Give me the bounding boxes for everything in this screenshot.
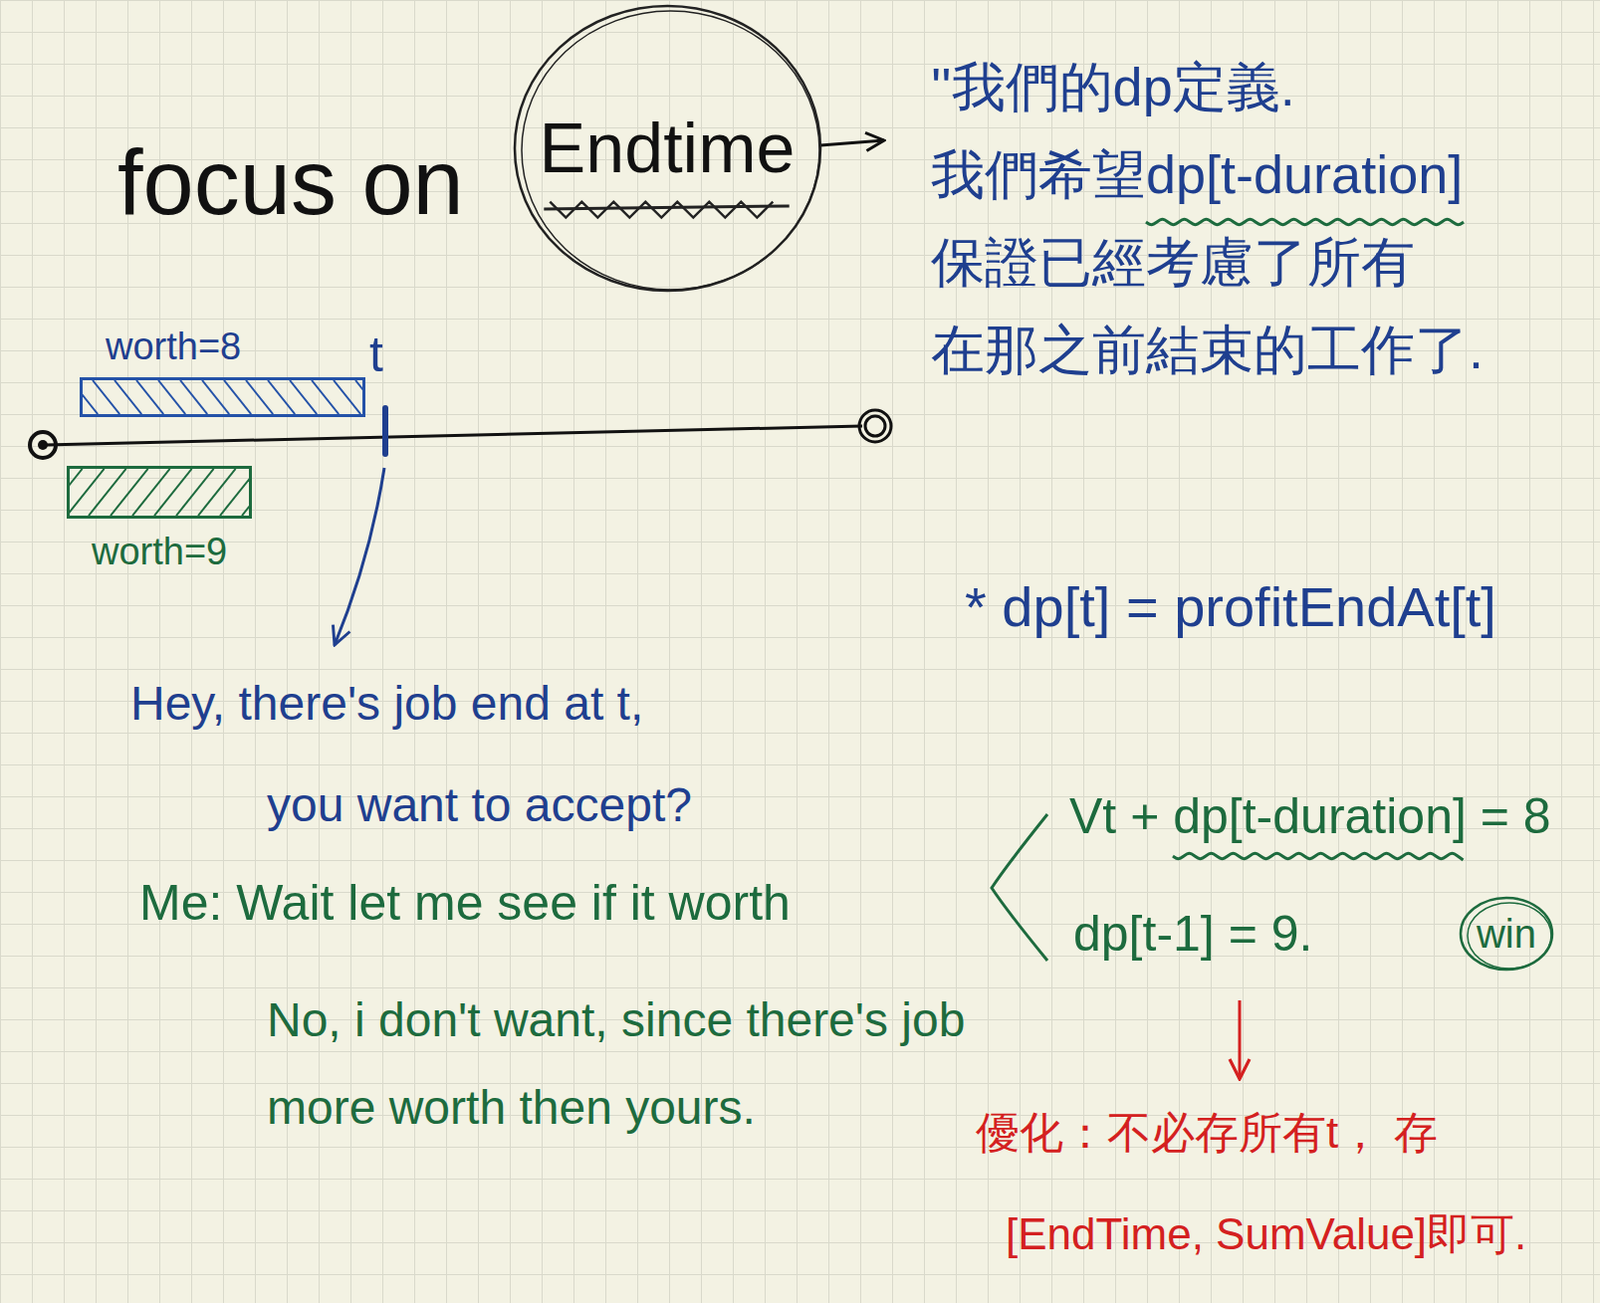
hatch-line [241, 468, 249, 516]
node-text: Endtime [539, 106, 796, 191]
pointer-arrow [820, 140, 885, 146]
heading-text: focus on [117, 127, 464, 237]
time-marker-label: t [369, 324, 384, 385]
timeline-start [29, 432, 56, 458]
reply-text: No, i don't want, since there's job more… [266, 976, 1034, 1152]
hatch-line [176, 468, 215, 516]
optimization-note: 優化：不必存所有t， 存[EndTime, SumValue]即可. [975, 1082, 1594, 1286]
hatch-line [114, 380, 142, 415]
hatch-line [267, 380, 295, 415]
hatch-line [92, 380, 120, 415]
option-formula: Vt + dp[t-duration] = 8 [1069, 786, 1552, 847]
hatch-line [355, 380, 363, 415]
hatch-line [220, 468, 249, 516]
wavy-underline [1172, 853, 1464, 861]
time-tick [382, 408, 389, 455]
hatch-fill [69, 468, 249, 516]
hatch-line [224, 380, 251, 415]
reply-text: Me: Wait let me see if it worth [139, 873, 791, 933]
hatch-line [289, 380, 317, 415]
hatch-line [180, 380, 208, 415]
hatch-fill [82, 380, 363, 415]
timeline-start-dot [37, 440, 48, 451]
timeline-axis [44, 426, 863, 446]
ellipse-stroke [521, 10, 820, 290]
job-duration-box [66, 465, 252, 519]
choice-brace [991, 814, 1048, 961]
hatch-line [158, 380, 186, 415]
wavy-underline [1145, 219, 1464, 225]
circled-keyword: Endtime [512, 3, 823, 293]
node-text: worth=9 [66, 528, 252, 575]
hatch-line [69, 468, 105, 516]
ellipse-stroke [1467, 903, 1552, 969]
node-text: win [1476, 910, 1537, 958]
hatch-line [333, 380, 361, 415]
scribble-underline [543, 206, 789, 210]
ellipse-stroke [514, 5, 821, 291]
job-bar: worth=9 [66, 465, 252, 575]
job-duration-box [79, 377, 366, 418]
hatch-line [136, 380, 164, 415]
hatch-line [88, 468, 127, 516]
pointer-arrow [1238, 1000, 1242, 1080]
timeline-end-inner [865, 416, 886, 437]
hatch-line [154, 468, 193, 516]
hatch-line [202, 380, 229, 415]
hatch-line [198, 468, 236, 516]
timeline-end [859, 410, 892, 443]
hatch-line [245, 380, 273, 415]
node-text: worth=8 [79, 323, 366, 370]
formula-text: * dp[t] = profitEndAt[t] [964, 573, 1497, 641]
question-text: Hey, there's job end at t, you want to a… [130, 653, 715, 857]
job-bar: worth=8 [79, 323, 366, 418]
hatch-line [311, 380, 339, 415]
ellipse-stroke [1460, 898, 1553, 970]
pointer-arrow [334, 467, 385, 646]
option-formula: dp[t-1] = 9. [1073, 904, 1313, 964]
circled-mark: win [1458, 896, 1555, 972]
hatch-line [110, 468, 149, 516]
definition-note: ''我們的dp定義. 我們希望dp[t-duration] 保證已經考慮了所有 … [930, 42, 1509, 394]
hatch-line [132, 468, 171, 516]
